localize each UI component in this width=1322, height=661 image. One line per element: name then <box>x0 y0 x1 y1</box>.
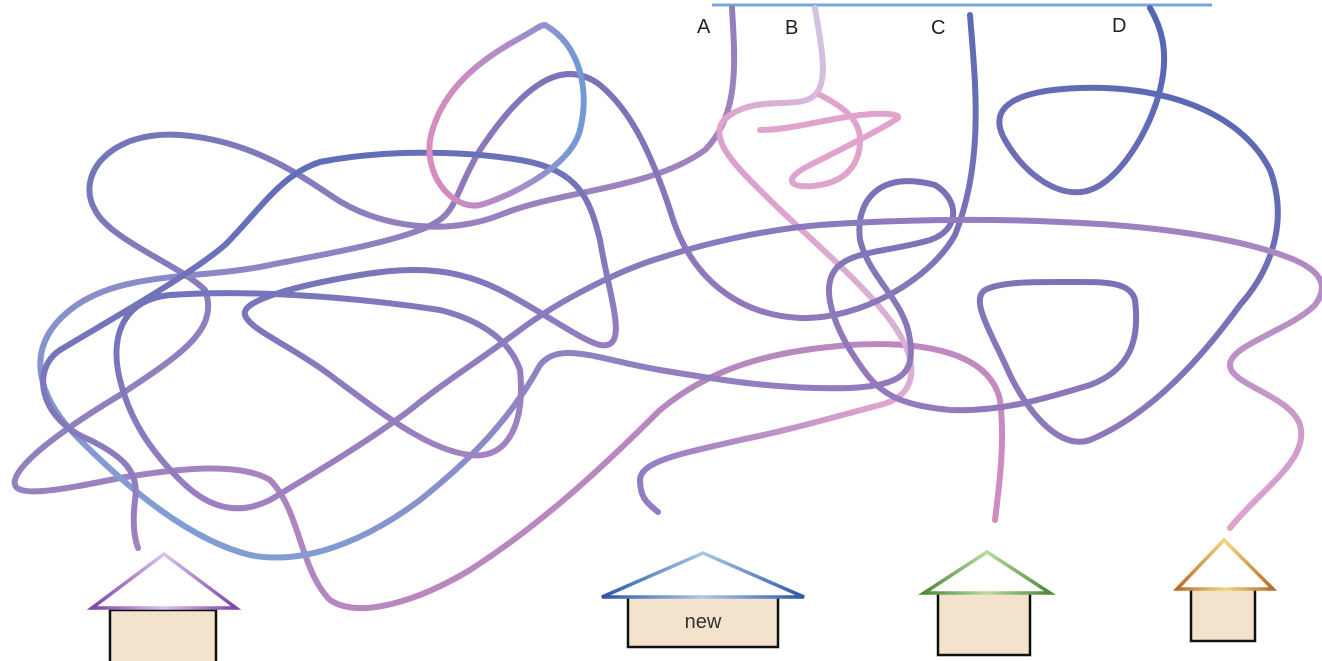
line-b <box>637 5 915 515</box>
house-3-body <box>936 591 1032 657</box>
line-d <box>40 149 1322 551</box>
house-1[interactable] <box>86 551 242 661</box>
house-4[interactable] <box>1172 537 1278 643</box>
label-d: D <box>1112 15 1126 37</box>
house-4-roof <box>1172 537 1278 591</box>
line-f <box>757 92 901 190</box>
house-2-roof <box>601 551 805 599</box>
house-3-roof <box>918 549 1056 595</box>
house-1-roof <box>86 551 242 610</box>
line-e <box>426 22 587 209</box>
house-1-body <box>108 608 218 661</box>
label-c: C <box>931 17 945 39</box>
house-3[interactable] <box>918 549 1056 657</box>
line-c <box>37 5 1281 561</box>
house-2-body <box>626 595 780 649</box>
house-2-label: new <box>685 611 722 633</box>
label-b: B <box>785 17 798 39</box>
house-2[interactable]: new <box>601 551 805 649</box>
label-a: A <box>697 16 711 38</box>
house-4-body <box>1189 587 1257 643</box>
